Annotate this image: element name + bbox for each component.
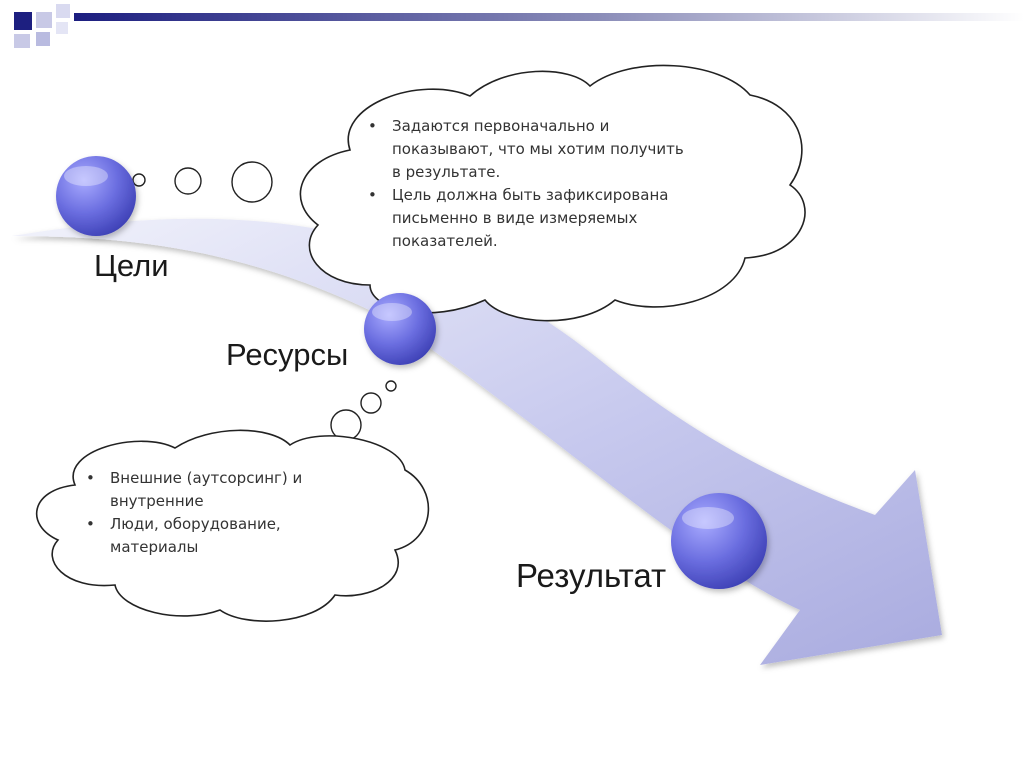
cloud-resources-item: Люди, оборудование, материалы	[84, 513, 354, 559]
thought-bubbles-resources	[330, 380, 397, 441]
cloud-goals-item: Задаются первоначально и показывают, что…	[366, 115, 696, 184]
label-result: Результат	[516, 557, 667, 594]
cloud-goals-list: Задаются первоначально и показывают, что…	[366, 115, 696, 253]
cloud-resources-item: Внешние (аутсорсинг) и внутренние	[84, 467, 354, 513]
thought-bubbles-goals	[132, 161, 273, 203]
label-resources: Ресурсы	[226, 337, 349, 372]
node-result-sphere	[671, 493, 767, 589]
header-decoration	[14, 4, 1024, 48]
cloud-resources-list: Внешние (аутсорсинг) и внутренние Люди, …	[84, 467, 354, 559]
node-resources-sphere	[364, 293, 436, 365]
node-goals-sphere	[56, 156, 136, 236]
label-goals: Цели	[94, 248, 169, 283]
cloud-goals-item: Цель должна быть зафиксирована письменно…	[366, 184, 696, 253]
